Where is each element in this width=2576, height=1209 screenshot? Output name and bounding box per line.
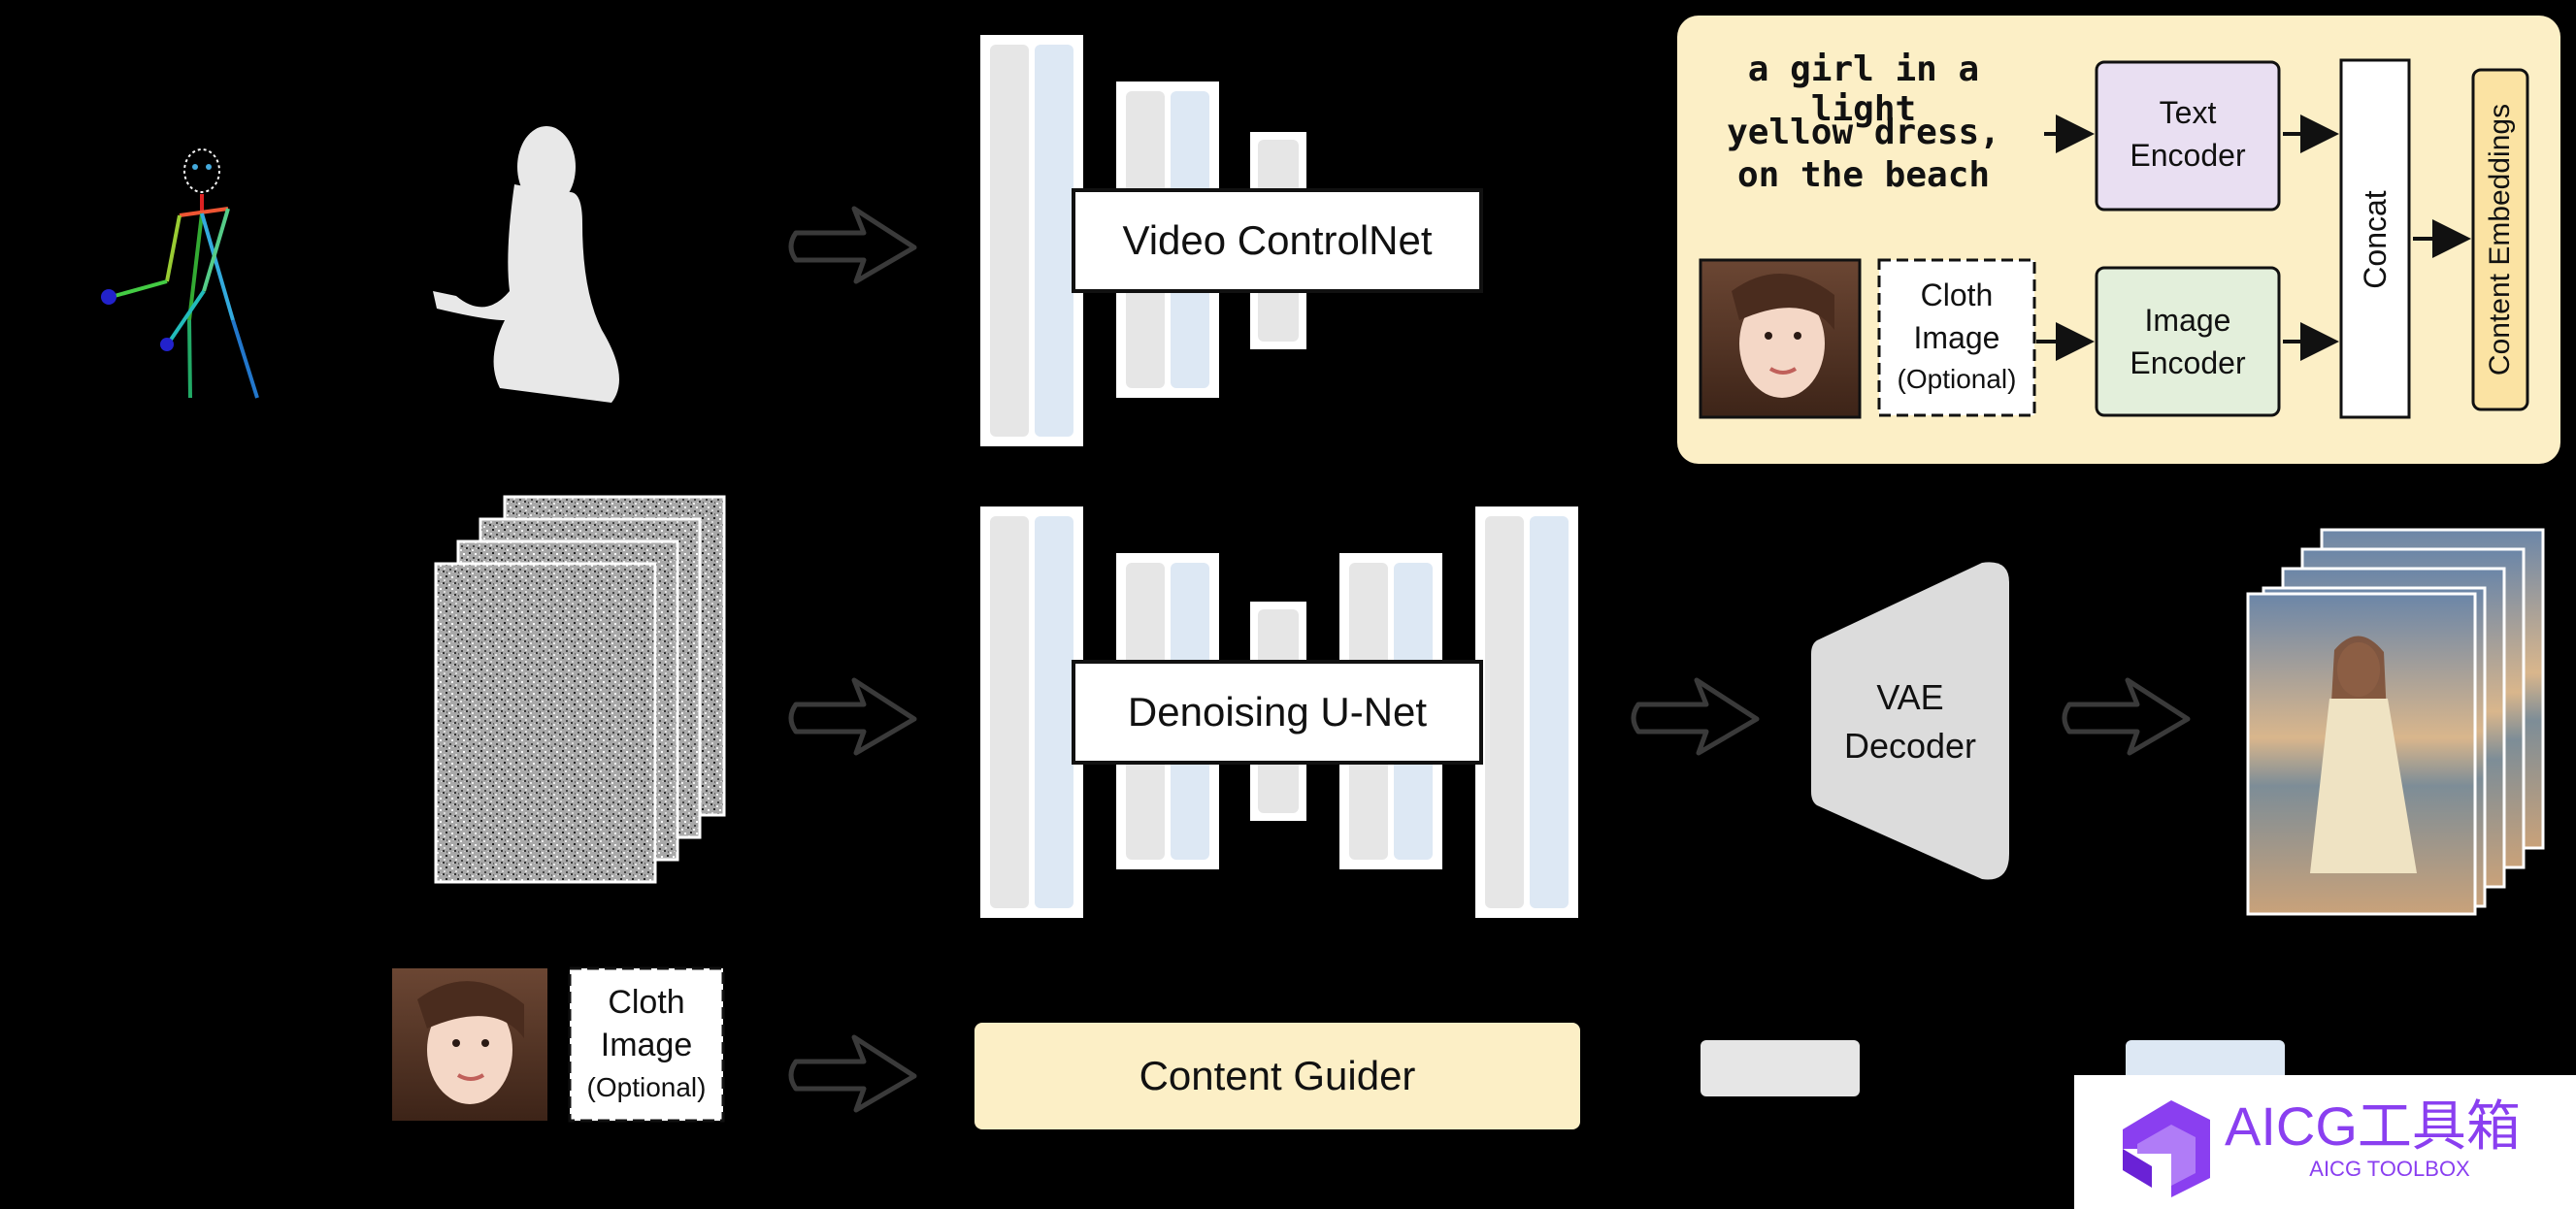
concat-box [2339,58,2411,419]
face-photo-icon [1699,258,1862,419]
cloth-label-line1: Cloth [1920,277,1994,312]
text-encoder-box [2095,60,2281,212]
denoising-unet-label: Denoising U-Net [1127,689,1428,735]
vae-decoder-label-line2: Decoder [1843,726,1977,766]
arrow-icon [1631,677,1760,756]
prompt-line3: on the beach [1736,154,1991,195]
pose-skeleton-icon [101,148,259,399]
text-encoder-label-line1: Text [2159,94,2217,130]
image-encoder-box [2095,266,2281,417]
vae-decoder-shape [1811,562,2009,880]
image-encoder-label-line1: Image [2144,302,2231,338]
video-controlnet-label: Video ControlNet [1122,217,1433,263]
text-encoder-label-line2: Encoder [2130,137,2246,173]
output-frames-stack-icon [2246,528,2545,916]
cloth-label-line1: Cloth [608,983,685,1021]
watermark-title: AICG工具箱 [2225,1095,2521,1157]
concat-label: Concat [2357,190,2393,289]
arrow-icon [788,677,917,756]
image-encoder-label-line2: Encoder [2130,344,2246,380]
watermark-subtitle: AICG TOOLBOX [2309,1157,2470,1181]
arrow-icon [788,206,917,284]
legend-gray-swatch [1701,1040,1860,1096]
content-embeddings-box [2471,68,2529,411]
cloth-label-line2: Image [600,1026,693,1063]
cloth-label-line2: Image [1913,319,2000,355]
vae-decoder-label-line1: VAE [1876,677,1944,717]
cloth-label-line3: (Optional) [1897,364,2017,394]
video-controlnet-box [1072,188,1483,293]
cloth-image-box [568,966,725,1123]
depth-map-icon [433,126,619,403]
cloth-image-box [1877,258,2036,417]
denoising-unet-box [1072,660,1483,765]
watermark: AICG工具箱 AICG TOOLBOX [2074,1075,2576,1209]
prompt-line1: a girl in a light [1747,49,1980,129]
arrow-icon [788,1034,917,1113]
content-embeddings-label: Content Embeddings [2484,103,2516,376]
content-guider-box [974,1023,1580,1129]
arrow-icon [2062,677,2191,756]
noise-latent-stack-icon [434,495,726,884]
prompt-line2: yellow dress, [1727,112,2000,152]
content-guider-label: Content Guider [1139,1053,1416,1098]
cloth-label-line3: (Optional) [586,1072,707,1102]
toolbox-logo-icon [2123,1100,2210,1197]
face-photo-icon [392,968,547,1121]
